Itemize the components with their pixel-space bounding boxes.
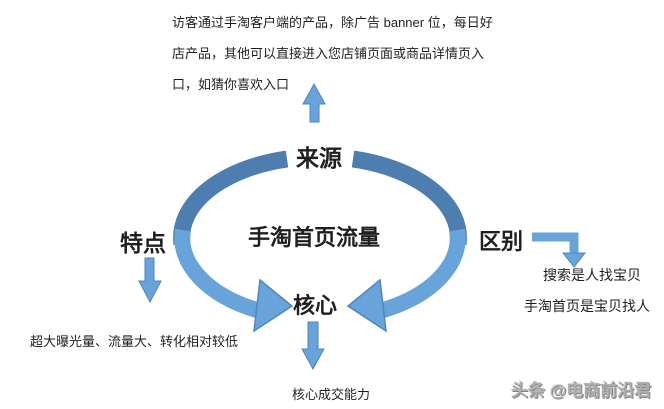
watermark-text: 头条 @电商前沿君 bbox=[511, 381, 652, 400]
node-core-label: 核心 bbox=[292, 293, 337, 318]
up-arrow-icon bbox=[302, 82, 326, 123]
curved-arrow-left-band bbox=[174, 228, 263, 319]
down-arrow-core-icon bbox=[301, 321, 325, 371]
node-difference-label: 区别 bbox=[478, 229, 523, 254]
source-description-line: 店产品，其他可以直接进入您店铺页面或商品详情页入 bbox=[172, 46, 485, 61]
curved-arrow-right-band bbox=[377, 228, 466, 319]
curved-arrow-right-head-icon bbox=[346, 278, 387, 333]
source-description-line: 访客通过手淘客户端的产品，除广告 banner 位，每日好 bbox=[172, 15, 493, 30]
feature-note: 超大曝光量、流量大、转化相对较低 bbox=[30, 334, 239, 349]
elbow-arrow-band bbox=[532, 232, 579, 254]
curved-arrow-left-head-icon bbox=[253, 278, 294, 333]
down-arrow-feature-icon bbox=[138, 257, 162, 304]
difference-note-2: 手淘首页是宝贝找人 bbox=[524, 298, 650, 314]
source-description-line: 口，如猜你喜欢入口 bbox=[172, 77, 290, 92]
source-description: 访客通过手淘客户端的产品，除广告 banner 位，每日好 店产品，其他可以直接… bbox=[172, 7, 493, 100]
difference-note-1: 搜索是人找宝贝 bbox=[543, 267, 641, 283]
ring-top-arc-left bbox=[173, 150, 289, 246]
elbow-arrow-head-icon bbox=[561, 252, 587, 268]
core-note: 核心成交能力 bbox=[292, 387, 371, 402]
diagram-center-title: 手淘首页流量 bbox=[247, 225, 380, 250]
node-feature-label: 特点 bbox=[120, 230, 166, 256]
node-source-label: 来源 bbox=[296, 145, 342, 171]
ring-top-arc-right bbox=[351, 150, 467, 246]
